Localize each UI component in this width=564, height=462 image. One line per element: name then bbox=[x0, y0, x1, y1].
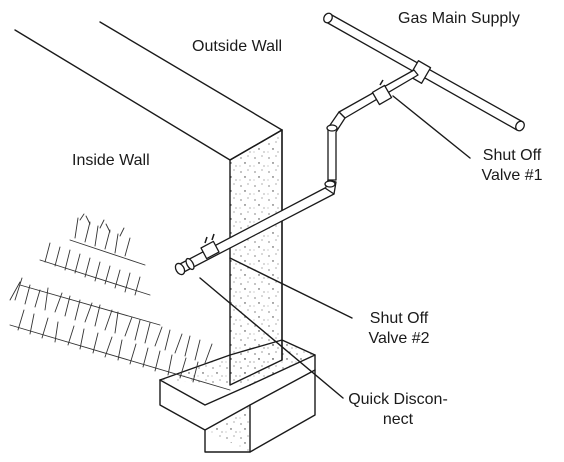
shut-off-valve-1-label: Shut Off Valve #1 bbox=[470, 146, 554, 186]
quick-disconnect-label: Quick Discon- nect bbox=[333, 390, 463, 430]
wall-top-outer-edge bbox=[14, 29, 231, 161]
shut-off-valve-1 bbox=[371, 84, 393, 106]
shut-off-valve-2 bbox=[200, 240, 220, 260]
footing-right bbox=[249, 369, 316, 406]
valve1-leader bbox=[392, 95, 471, 159]
quick-disconnect-label-line-2: nect bbox=[382, 411, 414, 428]
brush-grass bbox=[9, 213, 231, 391]
inside-wall-label: Inside Wall bbox=[72, 152, 150, 169]
gas-main-supply-label: Gas Main Supply bbox=[398, 10, 520, 27]
footing-front bbox=[159, 354, 316, 453]
shut-off-valve-2-label: Shut Off Valve #2 bbox=[349, 309, 449, 349]
outside-wall-label: Outside Wall bbox=[192, 38, 283, 55]
quick-disconnect-label-line-1: Quick Discon- bbox=[348, 391, 448, 408]
footing-front-face bbox=[204, 404, 251, 453]
footing-step bbox=[159, 379, 251, 406]
shut-off-valve-1-label-line-1: Shut Off bbox=[482, 147, 542, 164]
quick-disconnect-end bbox=[174, 262, 186, 276]
shut-off-valve-2-label-line-1: Shut Off bbox=[369, 310, 429, 327]
shut-off-valve-2-label-line-2: Valve #2 bbox=[368, 330, 430, 347]
quick-disconnect-leader bbox=[199, 277, 344, 399]
footing-top bbox=[159, 339, 316, 386]
elbow-pipe bbox=[327, 111, 346, 181]
shut-off-valve-1-label-line-2: Valve #1 bbox=[481, 167, 543, 184]
wall-top-inner-edge bbox=[99, 21, 283, 131]
valve2-leader bbox=[229, 257, 353, 319]
